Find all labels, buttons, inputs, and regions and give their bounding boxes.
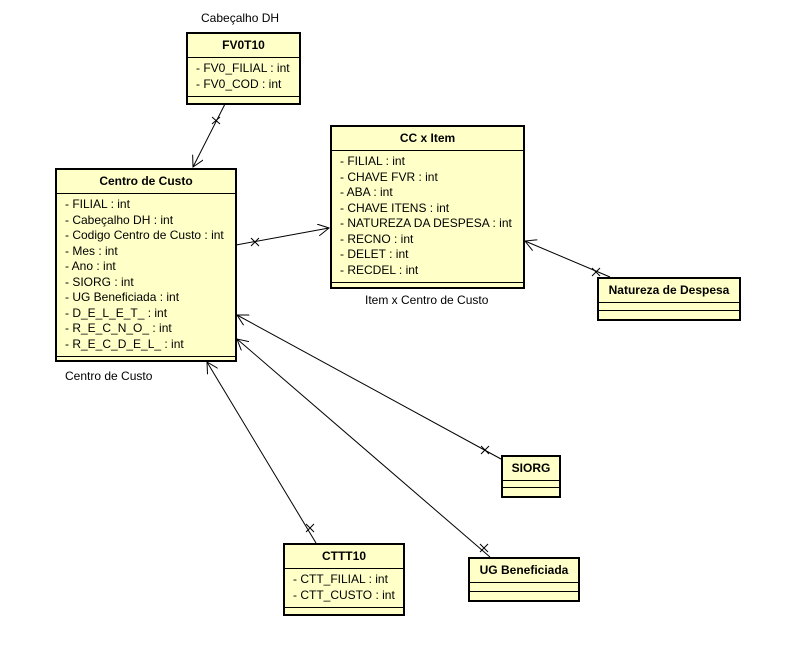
attribute: - CTT_FILIAL : int [293,572,388,586]
class-label-ccitem: Item x Centro de Custo [365,293,489,307]
class-cttt10[interactable]: CTTT10 - CTT_FILIAL : int - CTT_CUSTO : … [283,543,405,616]
attribute: - Cabeçalho DH : int [65,212,174,227]
class-label-centro: Centro de Custo [65,369,153,383]
assoc-centro-ccitem[interactable] [235,228,329,246]
attribute: - CTT_CUSTO : int [293,587,395,602]
attribute: - NATUREZA DA DESPESA : int [340,216,512,230]
attribute: - CHAVE FVR : int [340,169,438,184]
operations-compartment [470,592,578,600]
assoc-fv0t10-centro[interactable] [193,103,226,167]
class-natureza-de-despesa[interactable]: Natureza de Despesa [597,277,741,321]
class-siorg[interactable]: SIORG [501,455,561,498]
attributes-compartment [470,583,578,592]
class-name: UG Beneficiada [470,559,578,583]
operations-compartment [57,357,235,365]
attribute: - FILIAL : int [340,154,405,168]
attribute: - RECNO : int [340,231,414,246]
attribute: - Ano : int [65,259,116,273]
class-fv0t10[interactable]: FV0T10 - FV0_FILIAL : int - FV0_COD : in… [186,32,301,105]
class-name: Natureza de Despesa [599,279,739,303]
class-ug-beneficiada[interactable]: UG Beneficiada [468,557,580,602]
operations-compartment [503,488,559,496]
assoc-siorg-centro[interactable] [237,315,502,460]
attribute: - D_E_L_E_T_ : int [65,305,168,320]
non-navigable-x-marks [211,116,601,553]
attribute: - FILIAL : int [65,197,130,211]
class-name: Centro de Custo [57,170,235,194]
attribute: - FV0_FILIAL : int [196,61,290,75]
class-centro-de-custo[interactable]: Centro de Custo - FILIAL : int - Cabeçal… [55,168,237,362]
attribute: - SIORG : int [65,274,134,289]
attribute: - FV0_COD : int [196,76,282,91]
operations-compartment [285,608,403,616]
assoc-natureza-ccitem[interactable] [525,241,611,278]
attribute: - RECDEL : int [340,262,419,277]
attribute: - Mes : int [65,243,118,258]
class-cc-x-item[interactable]: CC x Item - FILIAL : int - CHAVE FVR : i… [330,125,525,289]
attribute: - UG Beneficiada : int [65,290,180,304]
attribute: - ABA : int [340,185,393,199]
operations-compartment [599,311,739,319]
assoc-ctt-centro[interactable] [207,362,317,544]
class-label-fv0t10: Cabeçalho DH [201,11,280,25]
class-name: FV0T10 [188,34,299,58]
class-name: CC x Item [332,127,523,151]
attribute: - R_E_C_D_E_L_ : int [65,336,184,351]
attribute: - Codigo Centro de Custo : int [65,228,224,242]
attribute: - R_E_C_N_O_ : int [65,321,172,335]
attributes-compartment [503,481,559,488]
attributes-compartment [599,303,739,311]
class-name: SIORG [503,457,559,481]
operations-compartment [332,283,523,291]
attribute: - CHAVE ITENS : int [340,200,450,215]
operations-compartment [188,97,299,105]
class-name: CTTT10 [285,545,403,569]
assoc-ug-centro[interactable] [237,339,491,558]
attribute: - DELET : int [340,247,409,261]
